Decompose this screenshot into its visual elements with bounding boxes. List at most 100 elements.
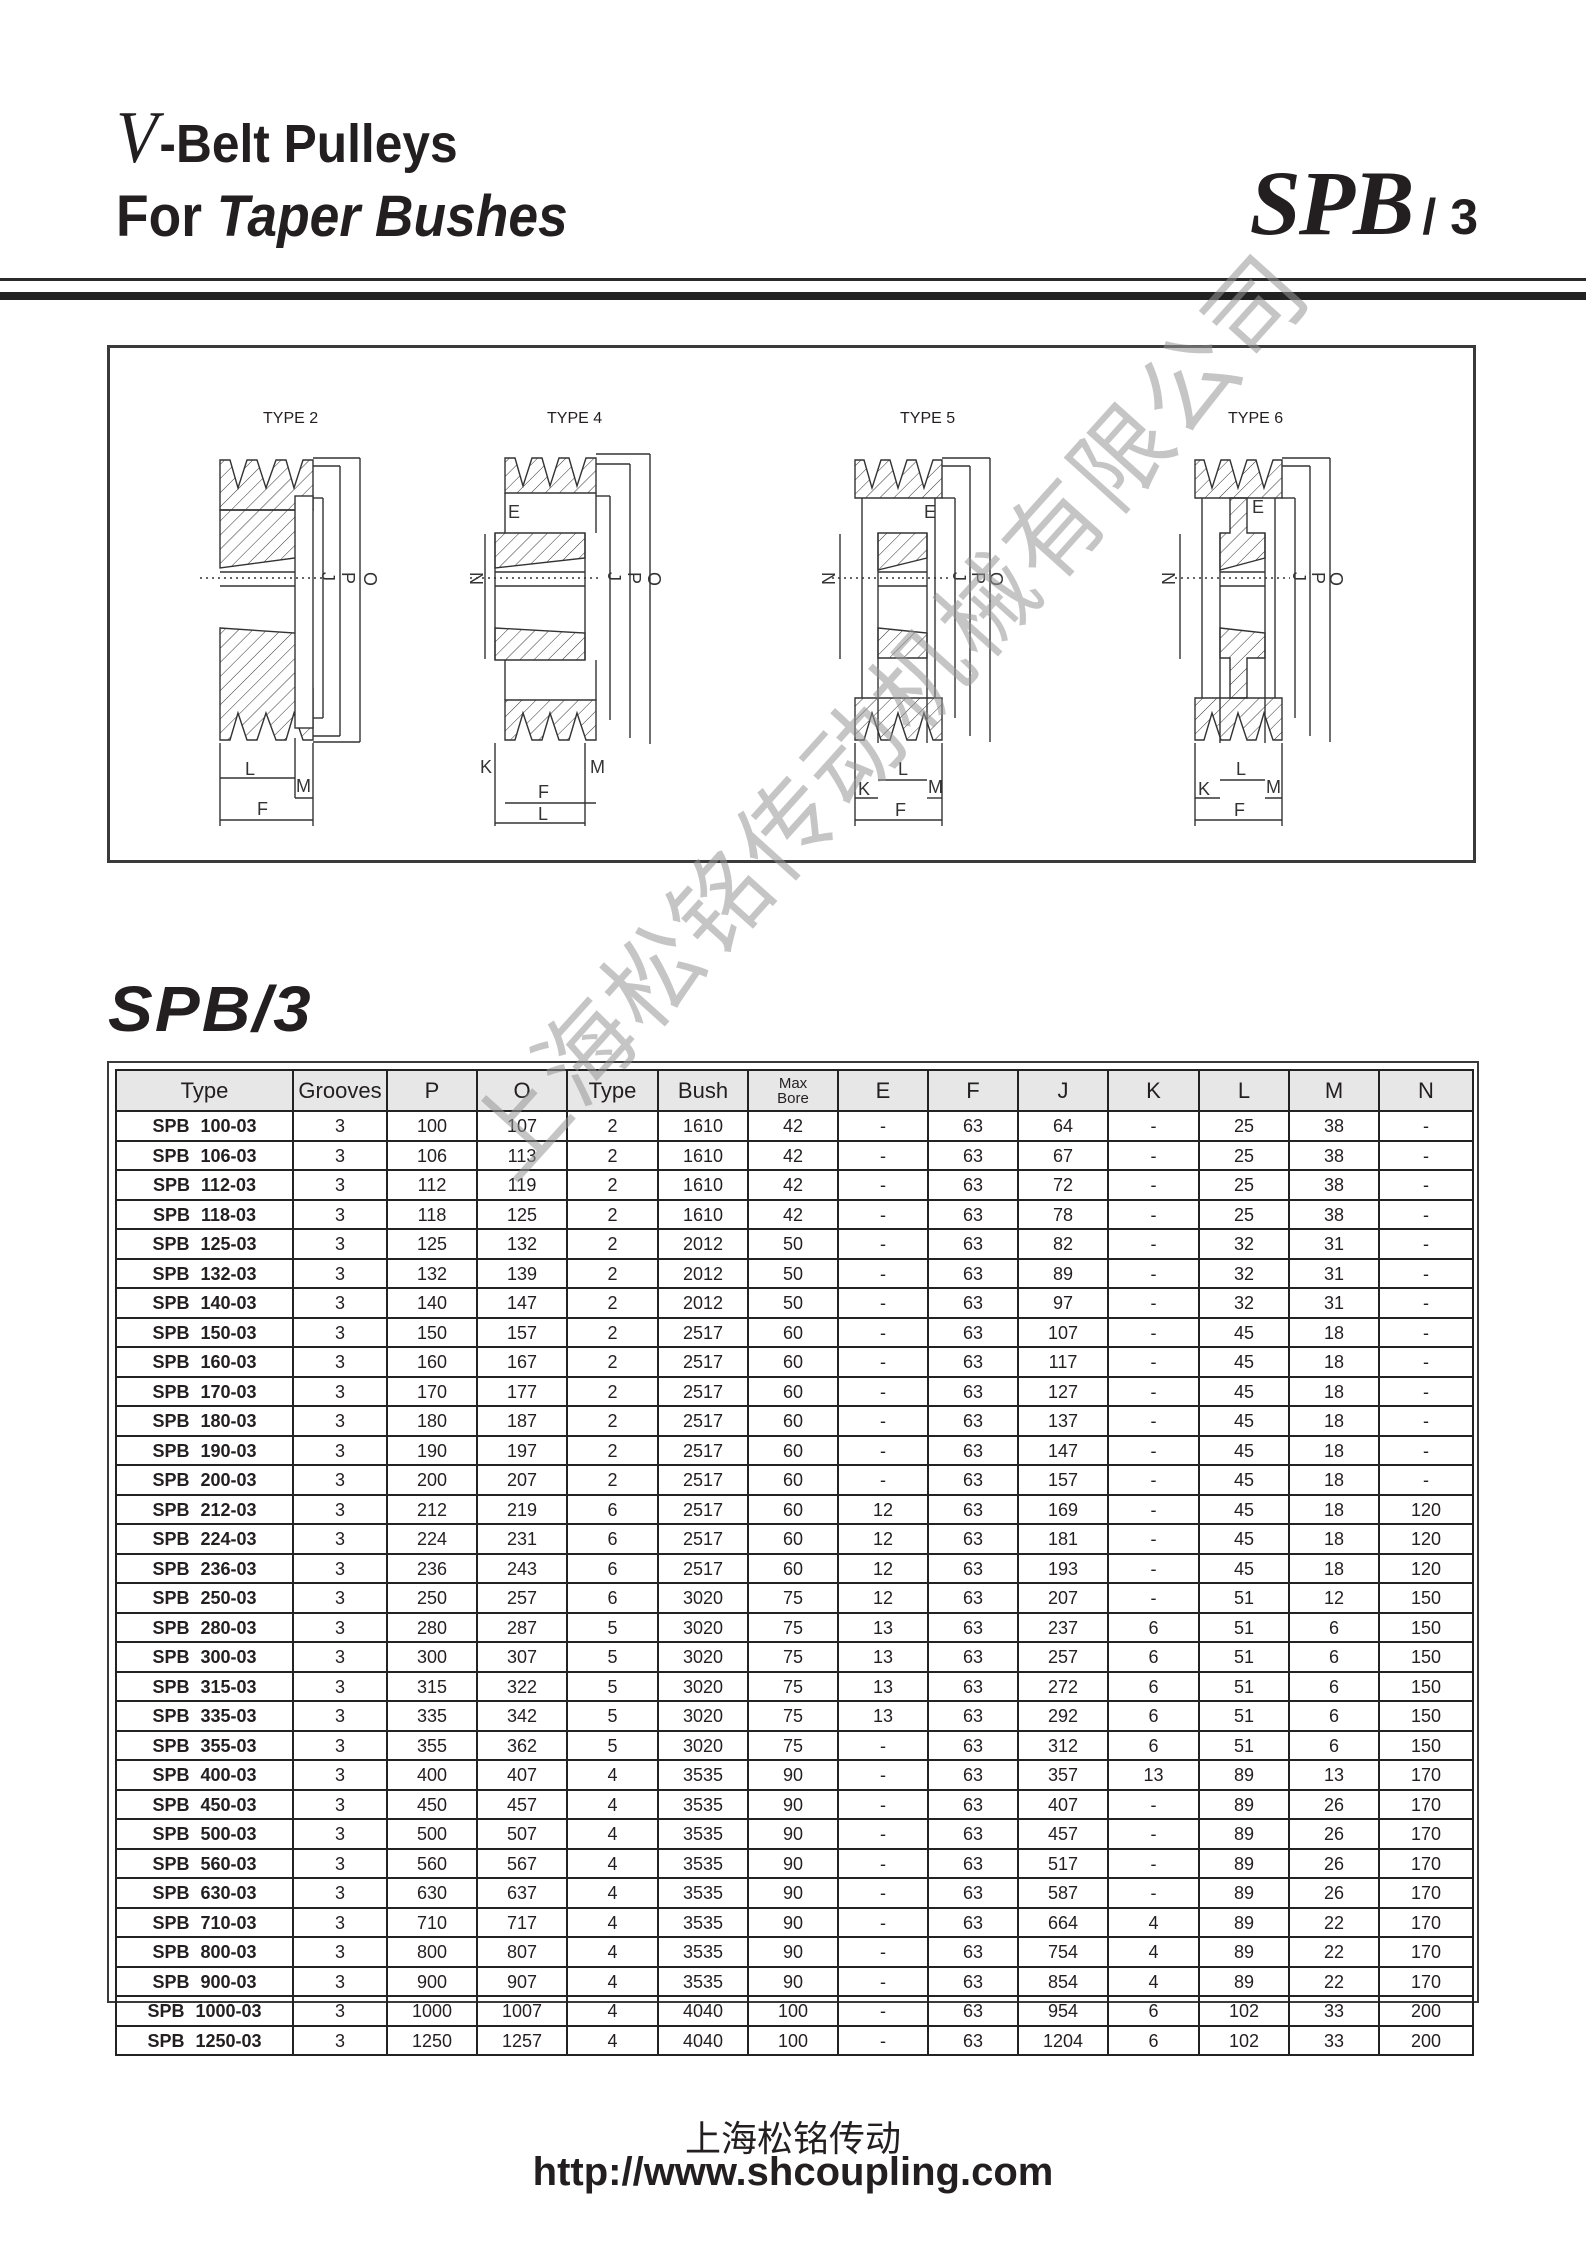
cell-grooves: 3	[292, 1611, 388, 1643]
cell-p: 224	[386, 1523, 478, 1555]
cell-f: 63	[927, 1287, 1019, 1319]
cell-grooves: 3	[292, 1316, 388, 1348]
cell-l: 25	[1198, 1198, 1290, 1230]
svg-text:O: O	[360, 572, 380, 586]
col-o: O	[476, 1069, 568, 1112]
col-k: K	[1107, 1069, 1200, 1112]
cell-grooves: 3	[292, 1847, 388, 1879]
col-l: L	[1198, 1069, 1290, 1112]
cell-j: 107	[1017, 1316, 1109, 1348]
cell-e: -	[837, 1877, 929, 1909]
cell-k: 6	[1107, 1729, 1200, 1761]
cell-grooves: 3	[292, 1788, 388, 1820]
cell-j: 157	[1017, 1464, 1109, 1496]
cell-m: 6	[1288, 1700, 1380, 1732]
cell-o: 257	[476, 1582, 568, 1614]
cell-j: 67	[1017, 1139, 1109, 1171]
cell-n: -	[1378, 1375, 1474, 1407]
cell-max-bore: 90	[747, 1788, 839, 1820]
type-6-drawing: E K L M F N J P O	[1158, 457, 1346, 826]
cell-max-bore: 90	[747, 1906, 839, 1938]
cell-o: 107	[476, 1110, 568, 1142]
cell-f: 63	[927, 1110, 1019, 1142]
cell-l: 45	[1198, 1434, 1290, 1466]
cell-e: -	[837, 1375, 929, 1407]
cell-k: -	[1107, 1228, 1200, 1260]
cell-p: 106	[386, 1139, 478, 1171]
footer-company: 上海松铭传动	[684, 2119, 901, 2160]
cell-pulley-type: 4	[566, 1906, 659, 1938]
max-bore-line2: Bore	[777, 1089, 809, 1107]
cell-type: SPB 280-03	[115, 1611, 294, 1643]
cell-n: -	[1378, 1316, 1474, 1348]
cell-f: 63	[927, 1139, 1019, 1171]
cell-bush: 3535	[657, 1906, 749, 1938]
cell-p: 150	[386, 1316, 478, 1348]
cell-m: 18	[1288, 1375, 1380, 1407]
cell-grooves: 3	[292, 1198, 388, 1230]
cell-grooves: 3	[292, 1641, 388, 1673]
cell-type: SPB 1250-03	[115, 2024, 294, 2056]
cell-j: 954	[1017, 1995, 1109, 2027]
svg-text:O: O	[644, 572, 664, 586]
cell-type: SPB 355-03	[115, 1729, 294, 1761]
cell-n: -	[1378, 1169, 1474, 1201]
cell-p: 710	[386, 1906, 478, 1938]
cell-max-bore: 75	[747, 1729, 839, 1761]
cell-o: 177	[476, 1375, 568, 1407]
title-line-2: For Taper Bushes	[116, 182, 568, 252]
svg-text:E: E	[924, 502, 936, 522]
cell-l: 51	[1198, 1670, 1290, 1702]
cell-max-bore: 60	[747, 1375, 839, 1407]
cell-type: SPB 710-03	[115, 1906, 294, 1938]
cell-f: 63	[927, 1818, 1019, 1850]
svg-text:J: J	[1289, 572, 1309, 581]
cell-bush: 2517	[657, 1405, 749, 1437]
cell-n: 170	[1378, 1906, 1474, 1938]
cell-type: SPB 500-03	[115, 1818, 294, 1850]
cell-l: 25	[1198, 1169, 1290, 1201]
cell-f: 63	[927, 1257, 1019, 1289]
cell-o: 567	[476, 1847, 568, 1879]
cell-m: 26	[1288, 1818, 1380, 1850]
cell-f: 63	[927, 1641, 1019, 1673]
cell-n: 120	[1378, 1523, 1474, 1555]
cell-type: SPB 315-03	[115, 1670, 294, 1702]
svg-text:O: O	[1326, 572, 1346, 586]
cell-l: 32	[1198, 1257, 1290, 1289]
cell-j: 64	[1017, 1110, 1109, 1142]
cell-bush: 3020	[657, 1670, 749, 1702]
cell-e: -	[837, 1464, 929, 1496]
cell-bush: 4040	[657, 1995, 749, 2027]
cell-type: SPB 560-03	[115, 1847, 294, 1879]
title-v: V	[116, 97, 158, 179]
cell-m: 31	[1288, 1257, 1380, 1289]
cell-type: SPB 160-03	[115, 1346, 294, 1378]
cell-type: SPB 132-03	[115, 1257, 294, 1289]
cell-e: 13	[837, 1611, 929, 1643]
cell-type: SPB 450-03	[115, 1788, 294, 1820]
cell-type: SPB 190-03	[115, 1434, 294, 1466]
cell-j: 82	[1017, 1228, 1109, 1260]
cell-pulley-type: 4	[566, 1995, 659, 2027]
cell-bush: 3020	[657, 1611, 749, 1643]
cell-o: 219	[476, 1493, 568, 1525]
cell-bush: 3535	[657, 1847, 749, 1879]
cell-n: 170	[1378, 1788, 1474, 1820]
cell-p: 500	[386, 1818, 478, 1850]
cell-grooves: 3	[292, 1552, 388, 1584]
cell-j: 587	[1017, 1877, 1109, 1909]
cell-m: 31	[1288, 1228, 1380, 1260]
cell-j: 207	[1017, 1582, 1109, 1614]
cell-p: 400	[386, 1759, 478, 1791]
cell-j: 457	[1017, 1818, 1109, 1850]
cell-o: 119	[476, 1169, 568, 1201]
